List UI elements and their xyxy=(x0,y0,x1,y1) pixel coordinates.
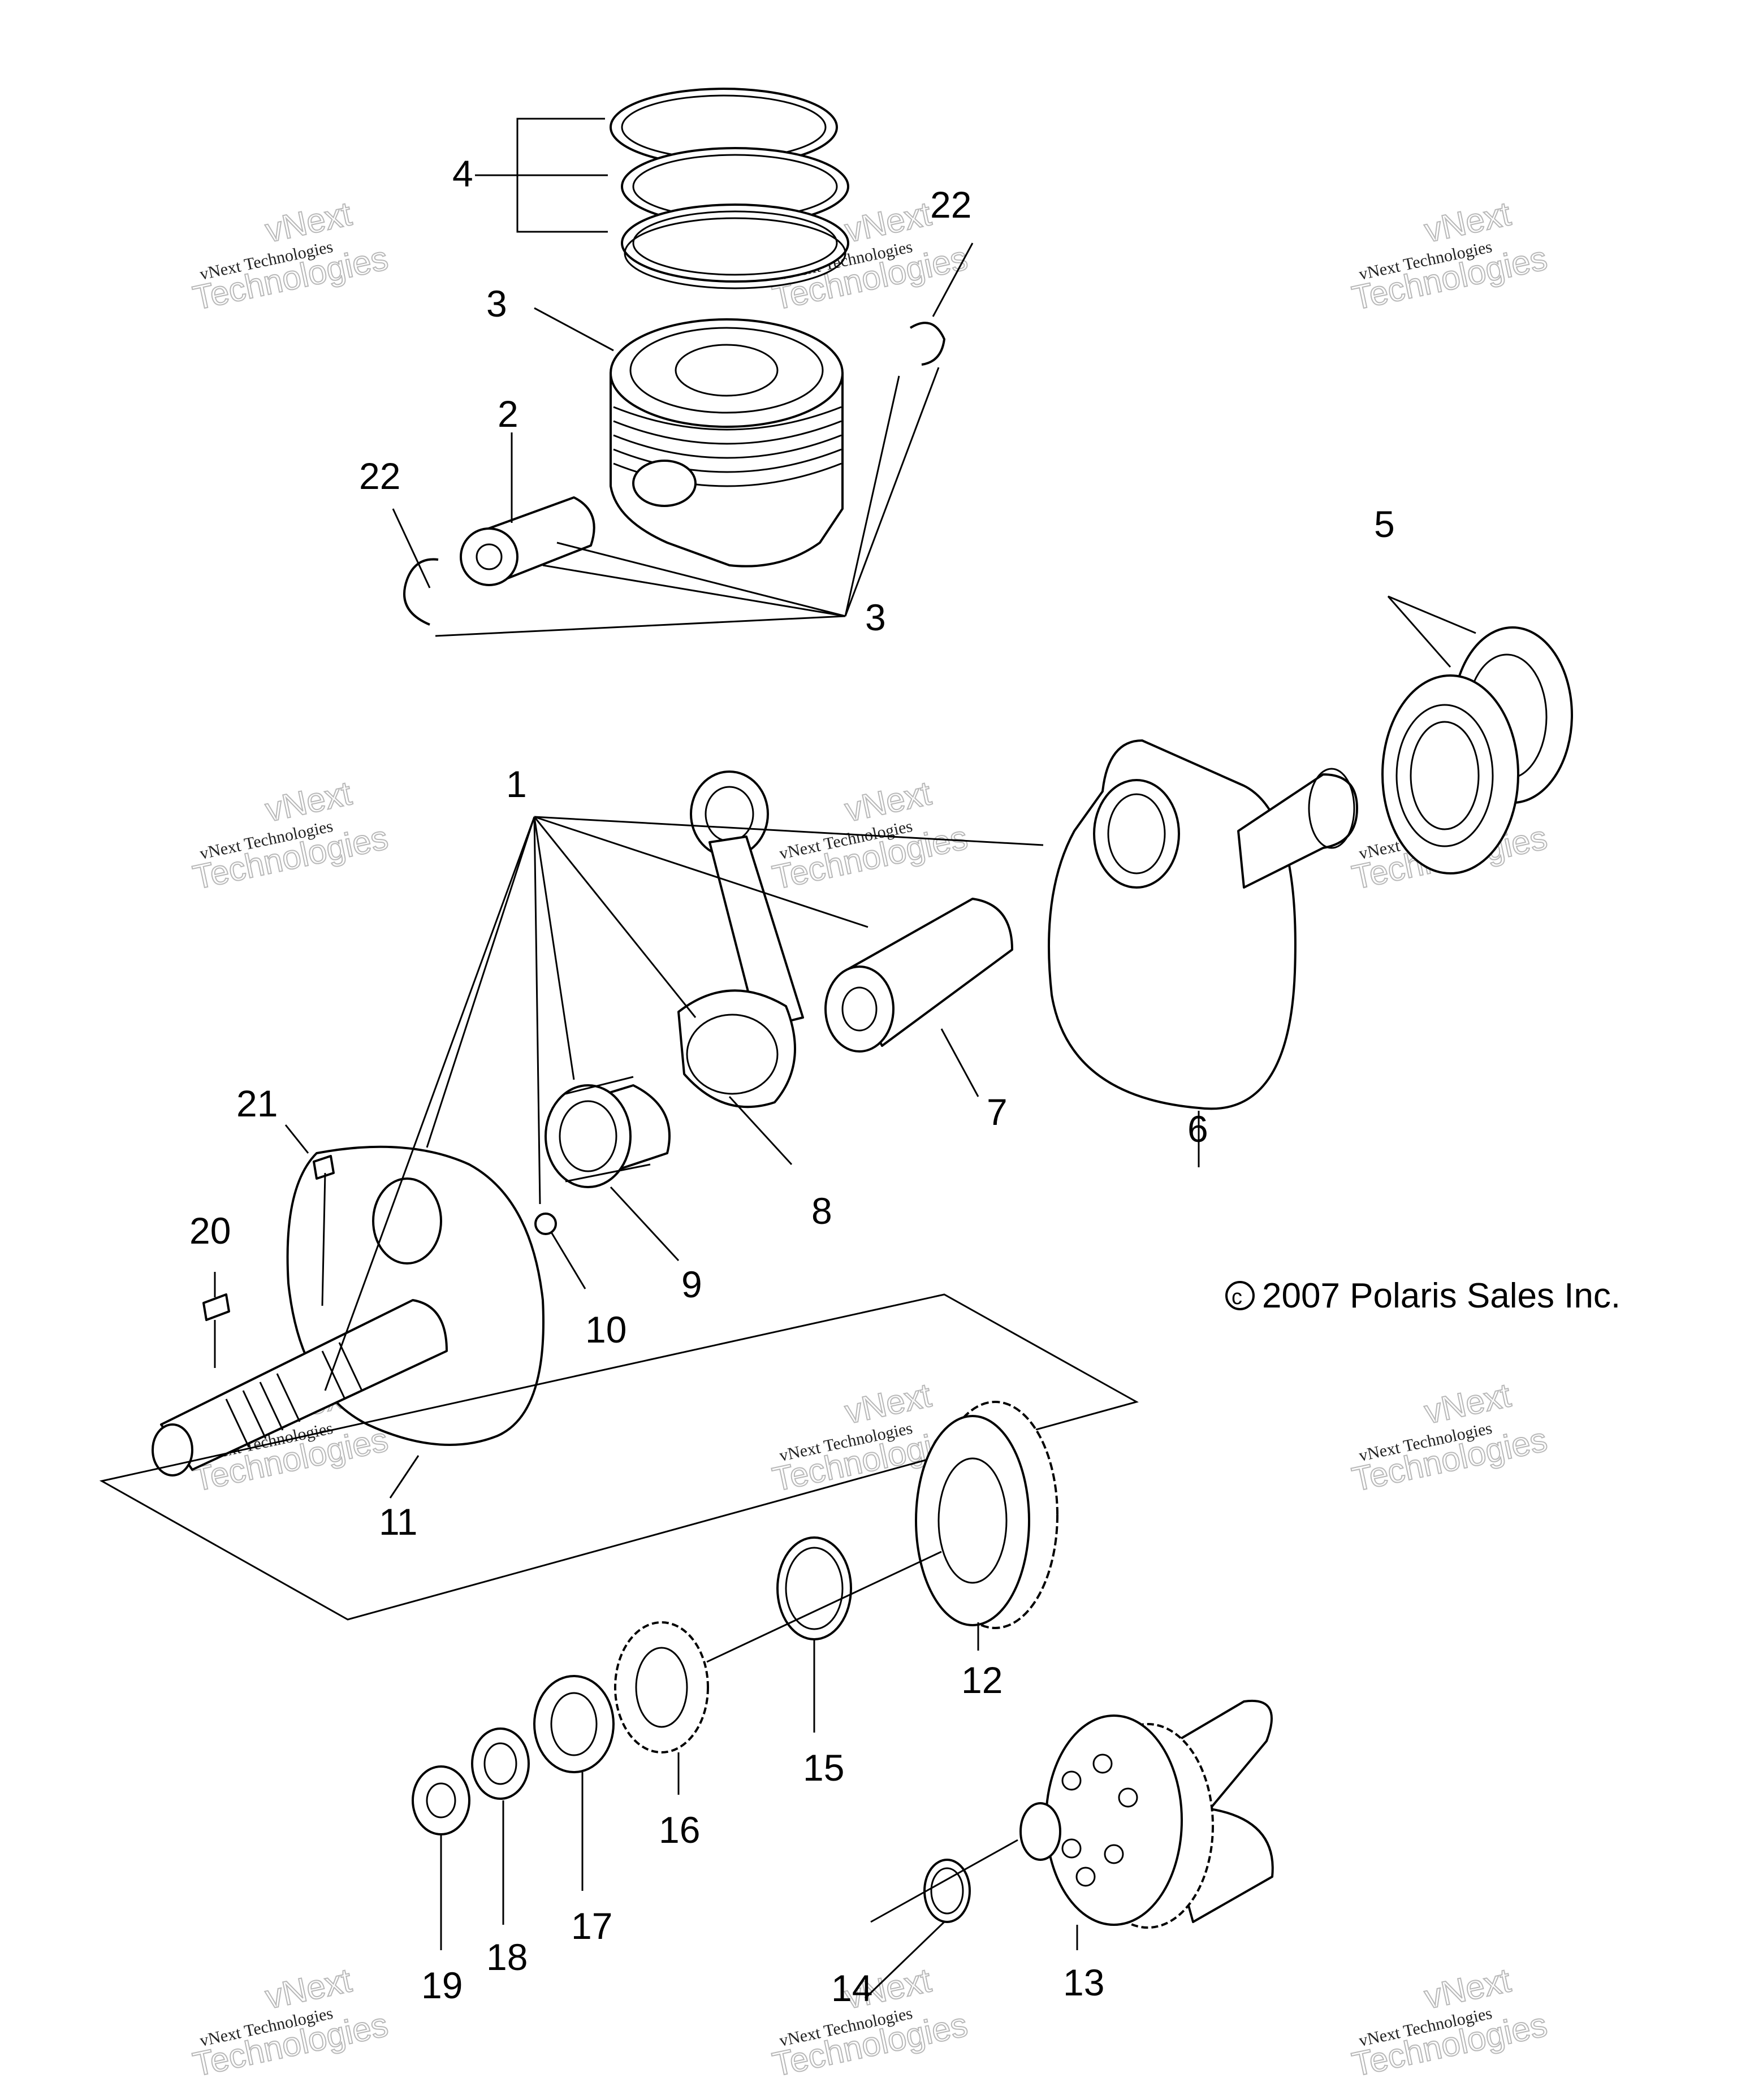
callout-17: 17 xyxy=(571,1905,612,1947)
callout-6: 6 xyxy=(1187,1108,1208,1150)
watermark-big: vNext xyxy=(1421,1961,1514,2016)
woodruff-key-part-20 xyxy=(202,1293,230,1321)
copyright-notice: c 2007 Polaris Sales Inc. xyxy=(1225,1276,1621,1315)
callout-16: 16 xyxy=(659,1809,700,1851)
circlip-part-22-left xyxy=(403,558,439,626)
key-part-21 xyxy=(313,1155,335,1180)
callout-14: 14 xyxy=(831,1967,872,2009)
watermark-big: vNext xyxy=(262,774,355,829)
callout-5: 5 xyxy=(1374,503,1395,545)
callout-7: 7 xyxy=(987,1091,1008,1133)
callout-21: 21 xyxy=(236,1083,278,1124)
crankshaft-half-part-11 xyxy=(152,1145,545,1477)
copyright-circle xyxy=(1225,1281,1255,1310)
callout-8: 8 xyxy=(811,1190,832,1232)
callout-9: 9 xyxy=(681,1263,702,1305)
piston-rings-part-4 xyxy=(610,88,849,289)
gear-part-12 xyxy=(915,1401,1058,1629)
piston-pin-part-2 xyxy=(460,496,595,586)
piston-part-3 xyxy=(610,318,844,568)
watermark-big: vNext xyxy=(841,1376,934,1431)
callout-2: 2 xyxy=(498,393,518,435)
circlip-part-22-right xyxy=(909,322,945,366)
callout-3-top: 3 xyxy=(486,283,507,324)
callout-15: 15 xyxy=(803,1747,844,1789)
callout-19: 19 xyxy=(421,1964,463,2006)
callout-11: 11 xyxy=(379,1501,418,1543)
callout-18: 18 xyxy=(486,1936,528,1978)
callout-1: 1 xyxy=(506,763,527,805)
balance-shaft-gear-part-13 xyxy=(1019,1699,1274,1929)
crank-pin-part-7 xyxy=(824,898,1013,1053)
watermark-big: vNext xyxy=(1421,1376,1514,1431)
callout-12: 12 xyxy=(961,1659,1003,1701)
needle-bearing-part-9 xyxy=(545,1076,671,1188)
copyright-text: 2007 Polaris Sales Inc. xyxy=(1262,1276,1621,1315)
callout-3-bottom: 3 xyxy=(865,596,886,638)
leader-lines xyxy=(214,118,1476,1999)
callout-10: 10 xyxy=(585,1309,626,1350)
nut-part-17 xyxy=(533,1675,615,1773)
watermark-big: vNext xyxy=(841,194,934,249)
connecting-rod-part-8 xyxy=(677,770,804,1109)
sprocket-part-16 xyxy=(614,1621,709,1753)
watermark-big: vNext xyxy=(262,194,355,249)
washer-part-14 xyxy=(923,1859,971,1923)
callout-13: 13 xyxy=(1063,1962,1104,2003)
copyright-symbol: c xyxy=(1232,1285,1242,1309)
crankshaft-assembly-outline xyxy=(99,1293,1139,1621)
watermark-big: vNext xyxy=(1421,194,1514,249)
crankshaft-half-part-6 xyxy=(1048,739,1358,1110)
callout-22-top: 22 xyxy=(930,184,971,226)
callout-4: 4 xyxy=(452,153,473,194)
nut-part-19 xyxy=(412,1765,470,1835)
watermark-big: vNext xyxy=(841,774,934,829)
main-bearing-part-5 xyxy=(1381,626,1573,874)
watermark-big: vNext xyxy=(262,1961,355,2016)
callout-20: 20 xyxy=(189,1210,231,1252)
ball-part-10 xyxy=(534,1213,557,1235)
callout-labels: 4 22 3 2 22 3 5 1 7 6 8 9 10 21 20 11 12… xyxy=(189,153,1395,2009)
washer-part-18 xyxy=(471,1727,530,1800)
callout-22-left: 22 xyxy=(359,455,400,497)
